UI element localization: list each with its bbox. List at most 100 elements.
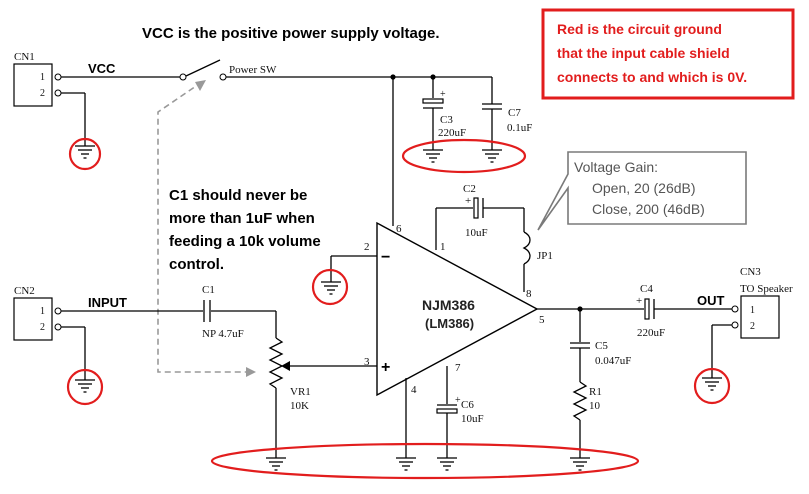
- pin-4-label: 4: [411, 384, 417, 396]
- vr1-value: 10K: [290, 400, 309, 412]
- c5-label: C5: [595, 340, 608, 352]
- jp1-jumper: [522, 231, 531, 265]
- c5-value: 0.047uF: [595, 355, 631, 367]
- c3-label: C3: [440, 114, 453, 126]
- pin-7-label: 7: [455, 362, 461, 374]
- out-label: OUT: [697, 293, 725, 308]
- pin2-ground-symbol: [320, 275, 342, 295]
- cn3-ground-symbol: [701, 371, 723, 391]
- ic-alt-name: (LM386): [425, 316, 474, 331]
- cn2-ground-highlight: [66, 368, 104, 406]
- c4-value: 220uF: [637, 327, 665, 339]
- vr1-potentiometer: [268, 337, 284, 389]
- vcc-label: VCC: [88, 61, 116, 76]
- red-note-line-3: connects to and which is 0V.: [557, 69, 747, 85]
- c3-plus: +: [440, 89, 446, 100]
- cn1-pin1: [54, 73, 62, 81]
- switch-contact-right: [219, 73, 227, 81]
- r1-value: 10: [589, 400, 601, 412]
- gain-close: Close, 200 (46dB): [592, 201, 705, 217]
- supply-ground-highlight: [401, 138, 527, 174]
- cn1-ground-highlight: [68, 137, 102, 171]
- cn3-pin2: [731, 321, 739, 329]
- cn1-pin2: [54, 89, 62, 97]
- gain-callout: [537, 151, 747, 231]
- c1-note-line-2: more than 1uF when: [169, 210, 315, 227]
- dashed-pointer: [157, 81, 247, 373]
- pin2-ground-highlight: [311, 268, 349, 306]
- dashed-pointer-arrowhead-top: [195, 80, 206, 91]
- jp1-label: JP1: [537, 250, 553, 262]
- cn1-ground-symbol: [74, 139, 96, 159]
- c1-label: C1: [202, 284, 215, 296]
- gain-open: Open, 20 (26dB): [592, 180, 696, 196]
- pin-1-label: 1: [440, 241, 446, 253]
- cn3-pin2-label: 2: [750, 321, 755, 332]
- pin-2-label: 2: [364, 241, 370, 253]
- c2-value: 10uF: [465, 227, 488, 239]
- lm386-amplifier: [376, 221, 539, 397]
- dashed-pointer-arrowhead: [246, 367, 256, 377]
- cn2-pin2: [54, 323, 62, 331]
- cn2-connector: [13, 297, 53, 341]
- c7-label: C7: [508, 107, 521, 119]
- ic-plus-sign: +: [381, 359, 390, 376]
- cn2-pin1-label: 1: [40, 306, 45, 317]
- cn2-ground-symbol: [74, 373, 96, 393]
- vcc-note: VCC is the positive power supply voltage…: [142, 25, 440, 42]
- c3-capacitor-plate: [422, 98, 444, 104]
- cn3-ground-highlight: [693, 367, 731, 405]
- cn1-pin2-label: 2: [40, 88, 45, 99]
- cn2-pin2-label: 2: [40, 322, 45, 333]
- c2-plus: +: [465, 195, 471, 207]
- c7-value: 0.1uF: [507, 122, 532, 134]
- ic-minus-sign: −: [381, 249, 390, 266]
- c4-plus: +: [636, 295, 642, 307]
- c3-value: 220uF: [438, 127, 466, 139]
- power-sw-label: Power SW: [229, 64, 277, 76]
- gain-title: Voltage Gain:: [574, 159, 658, 175]
- c6-value: 10uF: [461, 413, 484, 425]
- cn2-label: CN2: [14, 285, 35, 297]
- c2-label: C2: [463, 183, 476, 195]
- red-note-line-1: Red is the circuit ground: [557, 21, 722, 37]
- c2-capacitor-plate: [473, 197, 479, 219]
- pin4-ground-symbol: [395, 451, 417, 471]
- c3-ground-symbol: [422, 143, 444, 163]
- switch-contact-left: [179, 73, 187, 81]
- red-note-line-2: that the input cable shield: [557, 45, 730, 61]
- cn3-desc: TO Speaker: [740, 283, 793, 295]
- pin-3-label: 3: [364, 356, 370, 368]
- c4-label: C4: [640, 283, 653, 295]
- c1-note-line-3: feeding a 10k volume: [169, 233, 321, 250]
- c6-label: C6: [461, 399, 474, 411]
- cn1-connector: [13, 63, 53, 107]
- c1-note-line-4: control.: [169, 256, 224, 273]
- c6-plus: +: [455, 395, 461, 406]
- power-switch-lever: [185, 59, 221, 77]
- vr1-ground-symbol: [265, 451, 287, 471]
- cn1-label: CN1: [14, 51, 35, 63]
- vr1-wiper-arrow: [281, 361, 290, 371]
- c1-value: NP 4.7uF: [202, 328, 244, 340]
- cn3-pin1: [731, 305, 739, 313]
- pin-8-label: 8: [526, 288, 532, 300]
- input-label: INPUT: [88, 295, 127, 310]
- c6-capacitor-plate: [436, 408, 458, 414]
- cn2-pin1: [54, 307, 62, 315]
- cn3-label: CN3: [740, 266, 761, 278]
- r1-label: R1: [589, 386, 602, 398]
- ic-name: NJM386: [422, 297, 475, 313]
- cn3-connector: [740, 295, 780, 339]
- main-ground-highlight: [210, 442, 640, 480]
- pin-6-label: 6: [396, 223, 402, 235]
- c1-note-line-1: C1 should never be: [169, 187, 307, 204]
- red-note-box: [541, 8, 795, 100]
- c6-ground-symbol: [436, 451, 458, 471]
- c4-capacitor-plate: [644, 298, 650, 320]
- vr1-label: VR1: [290, 386, 311, 398]
- r1-resistor: [572, 381, 588, 421]
- pin-5-label: 5: [539, 314, 545, 326]
- cn1-pin1-label: 1: [40, 72, 45, 83]
